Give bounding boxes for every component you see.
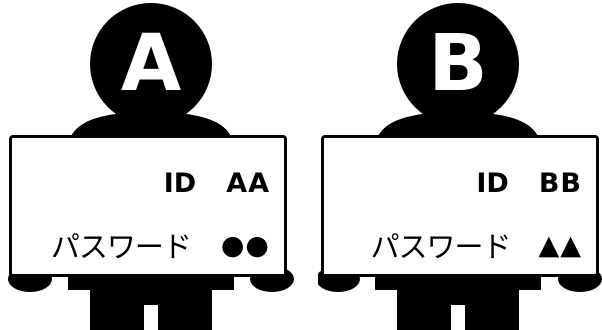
password-label: パスワード [50, 230, 192, 264]
id-value: AA [226, 168, 270, 199]
id-row: ID AA [164, 168, 270, 199]
id-label: ID [163, 168, 197, 199]
id-label: ID [476, 168, 509, 199]
credential-card: ID BB パスワード ▲▲ [321, 135, 599, 277]
id-value: BB [538, 168, 582, 199]
person-figure-a: A ID AA パスワード ●● [6, 0, 296, 330]
id-row: ID BB [476, 168, 582, 199]
person-figure-b: B ID BB パスワード ▲▲ [318, 0, 602, 330]
password-row: パスワード ▲▲ [370, 224, 582, 266]
figure-letter: A [120, 19, 182, 109]
credential-card: ID AA パスワード ●● [9, 135, 287, 277]
password-value: ●● [220, 229, 270, 261]
figure-letter: B [428, 19, 488, 109]
password-label: パスワード [370, 230, 511, 264]
password-row: パスワード ●● [51, 224, 270, 266]
password-value: ▲▲ [538, 229, 582, 261]
